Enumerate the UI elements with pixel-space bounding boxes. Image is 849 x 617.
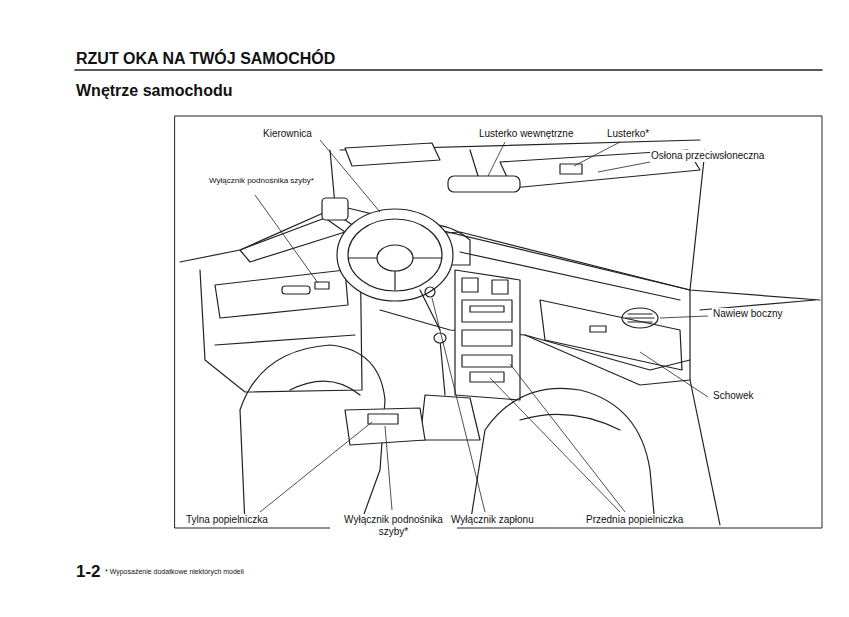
footnote: * Wyposażenie dodatkowe niektórych model… xyxy=(104,568,245,576)
part-label: Wyłącznik podnośnika szyby* xyxy=(330,514,457,537)
part-label: Tylna popielniczka xyxy=(185,514,269,526)
part-label: Nawiew boczny xyxy=(712,308,783,320)
part-label: Schowek xyxy=(712,390,755,402)
page-number: 1-2 xyxy=(75,562,102,582)
part-label: Lusterko wewnętrzne xyxy=(478,128,575,140)
part-label: Wyłącznik podnośnika szyby* xyxy=(208,176,315,185)
part-label: Wyłącznik zapłonu xyxy=(450,514,535,526)
part-label: Lusterko* xyxy=(606,128,650,140)
part-label: Przednia popielniczka xyxy=(585,514,684,526)
part-label: Kierownica xyxy=(262,128,313,140)
page-heading: RZUT OKA NA TWÓJ SAMOCHÓD xyxy=(75,50,336,68)
part-label: Osłona przeciwsłoneczna xyxy=(650,150,765,162)
section-heading: Wnętrze samochodu xyxy=(75,82,233,100)
